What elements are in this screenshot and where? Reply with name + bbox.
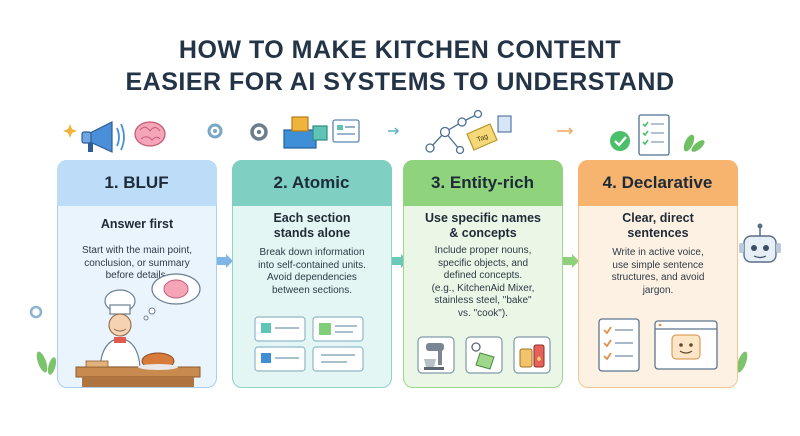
small-arrow-icon bbox=[388, 127, 400, 135]
mixer-icon bbox=[424, 343, 444, 370]
tag-icon bbox=[471, 342, 495, 370]
declarative-illustration bbox=[598, 318, 718, 372]
megaphone-icon bbox=[81, 121, 125, 153]
check-circle-icon bbox=[610, 131, 630, 151]
plant-icon bbox=[36, 351, 57, 375]
small-arrow-icon bbox=[557, 127, 574, 135]
checklist-icon bbox=[638, 114, 670, 156]
page-title: HOW TO MAKE KITCHEN CONTENT EASIER FOR A… bbox=[0, 34, 800, 98]
step-subheading: Answer first bbox=[100, 217, 174, 231]
step-card-entity-rich: 3. Entity-rich Use specific names & conc… bbox=[402, 159, 563, 388]
step-body: Write in active voice, use simple senten… bbox=[611, 247, 705, 296]
brain-icon bbox=[163, 279, 189, 299]
step-body: Start with the main point, conclusion, o… bbox=[81, 245, 193, 281]
chef-illustration bbox=[75, 273, 201, 387]
title-line-2: EASIER FOR AI SYSTEMS TO UNDERSTAND bbox=[125, 68, 675, 96]
gear-icon bbox=[250, 123, 268, 141]
leaf-icon bbox=[683, 134, 705, 152]
step-heading: 3. Entity-rich bbox=[402, 159, 563, 206]
sparkle-icon bbox=[63, 124, 77, 138]
step-body: Break down information into self-contain… bbox=[258, 247, 366, 296]
arrow-right-icon bbox=[563, 254, 579, 268]
window-icon bbox=[332, 119, 360, 143]
browser-window-icon bbox=[654, 320, 718, 370]
step-body: Include proper nouns, specific objects, … bbox=[431, 245, 535, 319]
document-icon bbox=[497, 115, 512, 133]
step-heading: 4. Declarative bbox=[577, 159, 738, 206]
title-line-1: HOW TO MAKE KITCHEN CONTENT bbox=[178, 36, 622, 64]
chef-face bbox=[108, 313, 132, 337]
step-subheading: Clear, direct sentences bbox=[622, 211, 694, 240]
robot-icon bbox=[739, 223, 781, 263]
gear-icon bbox=[29, 305, 43, 319]
network-icon bbox=[425, 109, 483, 155]
arrow-right-icon bbox=[217, 254, 233, 268]
step-card-bluf: 1. BLUF Answer first Start with the main… bbox=[56, 159, 217, 388]
step-card-declarative: 4. Declarative Clear, direct sentences W… bbox=[577, 159, 738, 388]
entities-illustration bbox=[417, 336, 551, 374]
modules-illustration bbox=[254, 316, 364, 372]
step-subheading: Use specific names & concepts bbox=[424, 211, 542, 240]
step-heading: 1. BLUF bbox=[56, 159, 217, 206]
checklist-icon bbox=[598, 318, 640, 372]
tag-icon: Tag bbox=[466, 123, 498, 151]
step-heading: 2. Atomic bbox=[231, 159, 392, 206]
pantry-jar-icon bbox=[519, 344, 545, 368]
step-subheading: Each section stands alone bbox=[273, 211, 351, 240]
tag-label: Tag bbox=[476, 133, 489, 144]
brain-icon bbox=[134, 121, 166, 147]
step-card-atomic: 2. Atomic Each section stands alone Brea… bbox=[231, 159, 392, 388]
blocks-icon bbox=[283, 116, 328, 149]
gear-icon bbox=[207, 123, 223, 139]
